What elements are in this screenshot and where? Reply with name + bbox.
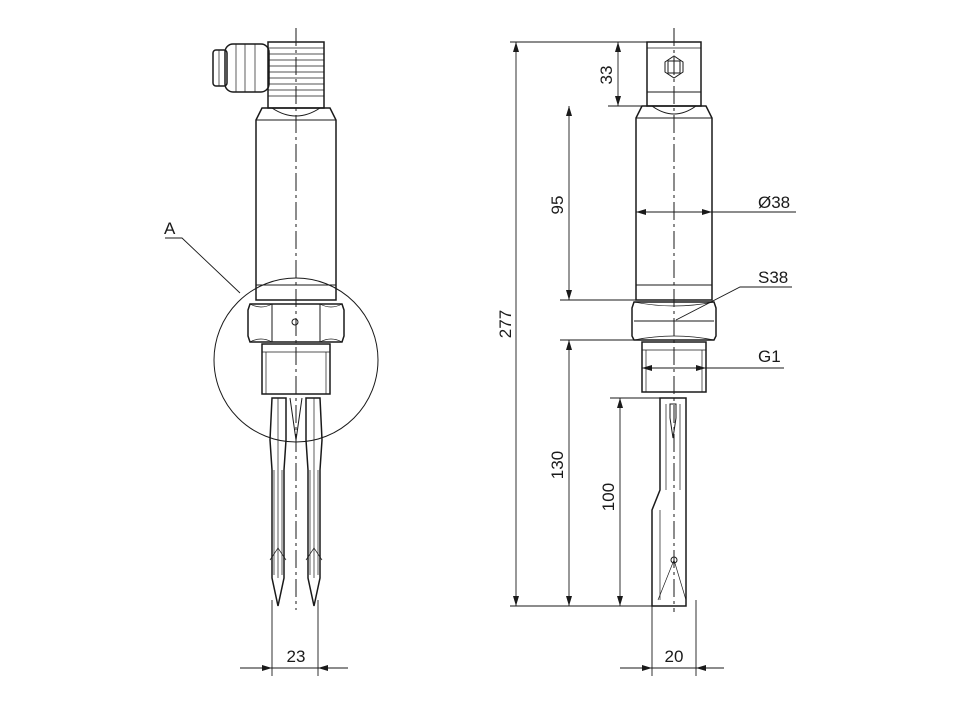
dimension-fork-width: 20 (620, 600, 724, 676)
front-view: A 23 (164, 28, 379, 676)
dim-20-label: 20 (665, 647, 684, 666)
dim-23-label: 23 (287, 647, 306, 666)
dimension-fork-length: 100 (599, 398, 623, 606)
detail-circle: A (164, 219, 379, 443)
dim-95-label: 95 (548, 196, 567, 215)
hex-nut (247, 303, 345, 343)
dim-hex-label: S38 (758, 268, 788, 287)
dimension-insertion-length: 130 (548, 340, 572, 606)
fork-tines (269, 397, 323, 607)
dim-100-label: 100 (599, 483, 618, 511)
dim-130-label: 130 (548, 451, 567, 479)
dimension-housing-top: 33 (597, 42, 621, 106)
fork-tine-side (651, 397, 687, 607)
detail-label: A (164, 219, 176, 238)
dimension-thread: G1 (642, 347, 784, 371)
dim-33-label: 33 (597, 66, 616, 85)
dimension-hex: S38 (675, 268, 792, 321)
dimension-housing-body: 95 (548, 106, 572, 300)
dimension-total-height: 277 (496, 42, 519, 606)
cable-gland (212, 43, 270, 93)
side-view: 277 33 95 130 100 (496, 28, 796, 676)
dim-277-label: 277 (496, 310, 515, 338)
dimension-fork-span: 23 (240, 600, 348, 676)
dim-thread-label: G1 (758, 347, 781, 366)
dimension-diameter: Ø38 (636, 193, 796, 215)
dim-diameter-label: Ø38 (758, 193, 790, 212)
extension-lines (510, 41, 660, 607)
